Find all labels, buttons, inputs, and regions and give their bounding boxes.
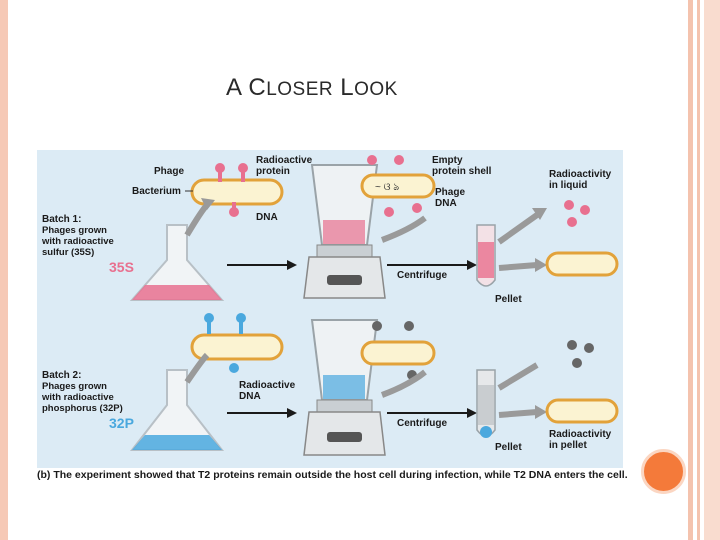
label-empty-shell-1: Empty (432, 155, 463, 166)
label-phage: Phage (154, 166, 184, 177)
free-phage-pink-3 (567, 217, 577, 227)
label-sulfur-symbol: 35S (109, 259, 134, 275)
label-centrifuge-2: Centrifuge (397, 418, 447, 429)
label-pellet-1: Pellet (495, 294, 522, 305)
free-phage-gray-2 (584, 343, 594, 353)
label-pellet-2: Pellet (495, 442, 522, 453)
bacterium-top-result (545, 251, 619, 277)
test-tube-1 (476, 224, 496, 287)
bacterium-bottom-result (545, 398, 619, 424)
free-phage-pink-1 (564, 200, 574, 210)
label-batch1-4: sulfur (35S) (42, 247, 94, 258)
label-batch2-4: phosphorus (32P) (42, 403, 123, 414)
label-radioactive-dna-2: DNA (239, 391, 261, 402)
label-batch2-2: Phages grown (42, 381, 107, 392)
label-phage-dna-2: DNA (435, 198, 457, 209)
hershey-chase-figure: Phage Bacterium Radioactive protein DNA … (37, 150, 623, 468)
bacterium-dna-inside (360, 321, 436, 380)
test-tube-2 (476, 369, 496, 438)
right-border-stripe-thin (697, 0, 700, 540)
bacterium-empty-shells: ~ ଓ ঌ (360, 155, 436, 217)
free-phage-gray-3 (572, 358, 582, 368)
slide-title: A CLOSER LOOK (226, 74, 398, 101)
flask-batch-1 (129, 224, 225, 301)
left-border-stripe (0, 0, 8, 540)
right-border-stripe (688, 0, 693, 540)
svg-text:~ ଓ ঌ: ~ ଓ ঌ (375, 182, 399, 193)
phage-on-bacterium-top (190, 163, 284, 217)
blender-batch-2 (303, 319, 386, 456)
accent-circle (641, 449, 686, 494)
flask-batch-2 (129, 369, 225, 451)
free-phage-pink-2 (580, 205, 590, 215)
right-border-band (704, 0, 720, 540)
free-phage-gray-1 (567, 340, 577, 350)
label-radio-liquid-2: in liquid (549, 180, 587, 191)
label-batch1-3: with radioactive (41, 236, 114, 247)
figure-caption: (b) The experiment showed that T2 protei… (37, 469, 628, 481)
label-batch1-1: Batch 1: (42, 214, 81, 225)
label-radioactive-dna-1: Radioactive (239, 380, 296, 391)
label-radio-liquid-1: Radioactivity (549, 169, 612, 180)
label-phage-dna-1: Phage (435, 187, 465, 198)
label-centrifuge-1: Centrifuge (397, 270, 447, 281)
label-batch2-3: with radioactive (41, 392, 114, 403)
label-empty-shell-2: protein shell (432, 166, 492, 177)
label-radio-pellet-2: in pellet (549, 440, 587, 451)
label-batch1-2: Phages grown (42, 225, 107, 236)
label-bacterium: Bacterium (132, 186, 181, 197)
label-radioactive-protein-2: protein (256, 166, 290, 177)
label-radio-pellet-1: Radioactivity (549, 429, 612, 440)
label-phosphorus-symbol: 32P (109, 415, 134, 431)
label-radioactive-protein-1: Radioactive (256, 155, 313, 166)
label-dna-top: DNA (256, 212, 278, 223)
phage-on-bacterium-bottom (190, 313, 284, 373)
label-batch2-1: Batch 2: (42, 370, 81, 381)
